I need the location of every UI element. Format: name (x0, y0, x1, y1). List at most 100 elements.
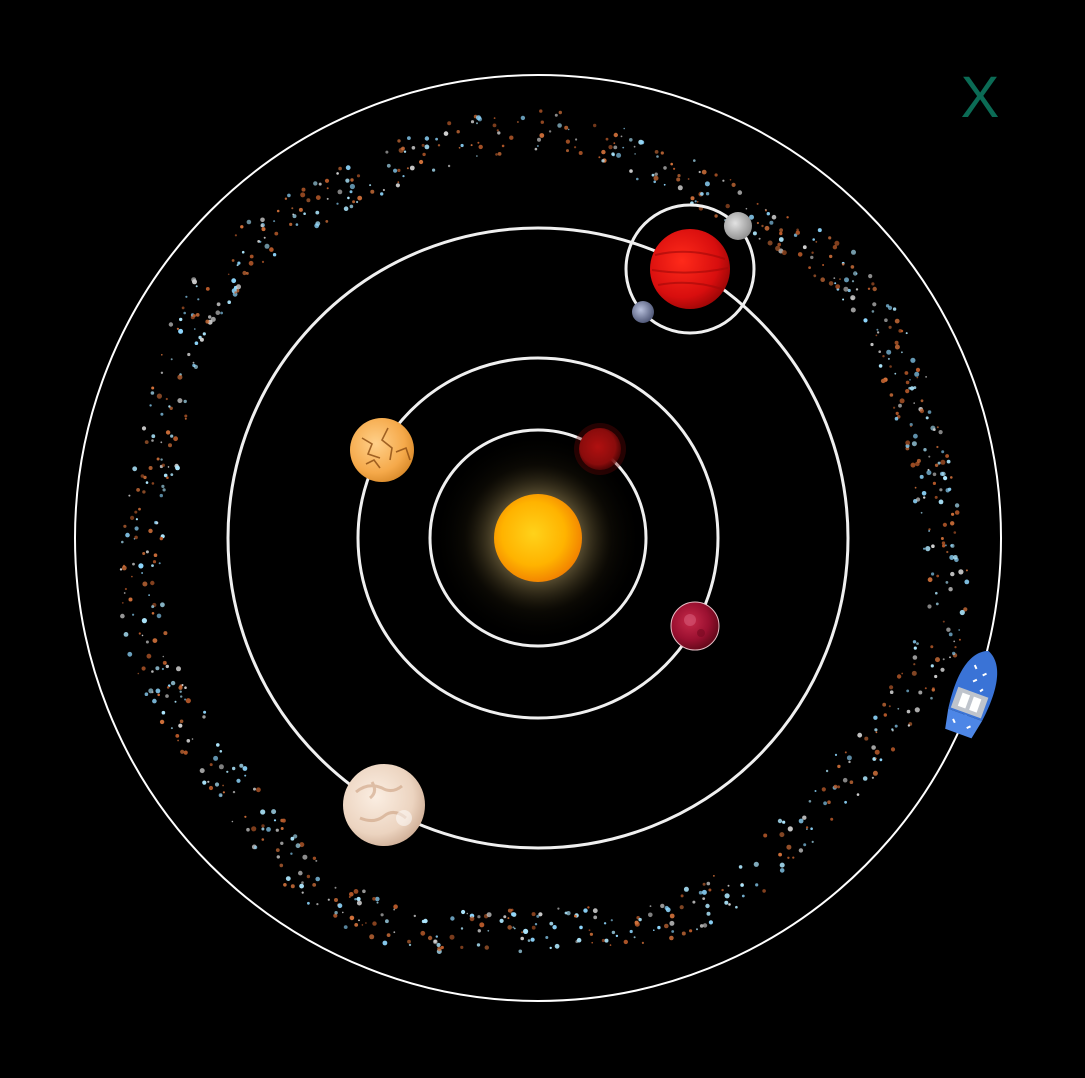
asteroid (530, 937, 535, 942)
asteroid (663, 166, 667, 170)
asteroid (144, 440, 149, 444)
asteroid (407, 939, 411, 944)
asteroid (935, 657, 940, 663)
asteroid (918, 690, 923, 695)
asteroid (752, 231, 757, 236)
asteroid (266, 827, 271, 832)
asteroid (889, 685, 894, 690)
asteroid (909, 386, 915, 391)
asteroid (509, 135, 514, 140)
asteroid (156, 457, 160, 461)
asteroid (950, 571, 955, 577)
asteroid (894, 344, 900, 350)
blue-grey-moon-icon[interactable] (632, 301, 654, 323)
asteroid (925, 376, 927, 378)
asteroid (316, 903, 319, 906)
asteroid (338, 166, 342, 171)
pale-marbled-planet-icon[interactable] (343, 764, 425, 846)
asteroid (357, 195, 363, 201)
asteroid (920, 399, 924, 403)
asteroid (179, 690, 182, 693)
asteroid (762, 889, 766, 893)
asteroid (534, 923, 538, 926)
sun-core (494, 494, 582, 582)
crimson-planet-icon[interactable] (670, 601, 720, 651)
asteroid (938, 430, 943, 435)
asteroid (892, 307, 897, 311)
asteroid (352, 200, 356, 204)
asteroid (334, 886, 337, 889)
asteroid (549, 946, 552, 950)
asteroid (534, 147, 538, 151)
asteroid (227, 273, 230, 276)
asteroid (964, 579, 970, 585)
orange-cracked-planet-icon[interactable] (350, 418, 414, 482)
asteroid (253, 787, 256, 791)
asteroid (930, 645, 934, 649)
red-gas-giant-icon[interactable] (650, 229, 730, 309)
asteroid (218, 793, 223, 798)
asteroid (259, 240, 262, 243)
asteroid (161, 354, 163, 356)
asteroid (460, 945, 464, 950)
asteroid (151, 691, 154, 694)
asteroid (240, 225, 244, 229)
asteroid (261, 227, 266, 232)
blue-rocket-ship-icon[interactable] (940, 644, 1007, 740)
asteroid (601, 159, 605, 163)
asteroid (141, 426, 147, 431)
asteroid (953, 531, 957, 534)
asteroid (766, 212, 770, 216)
asteroid (531, 925, 536, 930)
dark-red-planet-icon[interactable] (574, 423, 626, 475)
asteroid (501, 144, 505, 148)
asteroid (779, 832, 785, 838)
asteroid (873, 715, 878, 720)
asteroid (411, 146, 416, 150)
asteroid (931, 572, 935, 576)
asteroid (549, 921, 554, 926)
asteroid (677, 174, 681, 178)
asteroid (758, 237, 761, 240)
asteroid (276, 209, 280, 213)
asteroid (916, 376, 919, 379)
asteroid (812, 238, 815, 241)
asteroid (313, 181, 318, 186)
asteroid (591, 941, 593, 944)
asteroid (121, 565, 127, 571)
asteroid (905, 440, 911, 446)
asteroid (671, 930, 675, 933)
asteroid (765, 209, 767, 212)
asteroid (218, 764, 224, 770)
asteroid (656, 155, 659, 158)
asteroid (846, 755, 852, 761)
asteroid (898, 403, 902, 408)
asteroid (708, 920, 714, 925)
asteroid (470, 144, 473, 147)
asteroid (165, 430, 171, 435)
asteroid (701, 889, 707, 895)
asteroid (312, 856, 317, 860)
asteroid (696, 928, 698, 931)
asteroid (386, 163, 391, 168)
asteroid (135, 518, 138, 521)
asteroid (237, 261, 241, 265)
asteroid (178, 685, 183, 690)
asteroid (669, 935, 674, 941)
asteroid (781, 250, 787, 256)
asteroid (634, 920, 639, 925)
asteroid (914, 371, 920, 377)
asteroid (131, 575, 133, 578)
asteroid (896, 674, 902, 679)
asteroid (142, 581, 148, 587)
asteroid (401, 146, 405, 151)
grey-moon-icon[interactable] (724, 212, 752, 240)
asteroid (949, 656, 951, 659)
asteroid (170, 358, 173, 361)
asteroid (205, 287, 210, 291)
asteroid (280, 841, 284, 845)
asteroid (909, 423, 913, 427)
close-button[interactable]: X (960, 65, 1000, 130)
asteroid (660, 151, 664, 155)
